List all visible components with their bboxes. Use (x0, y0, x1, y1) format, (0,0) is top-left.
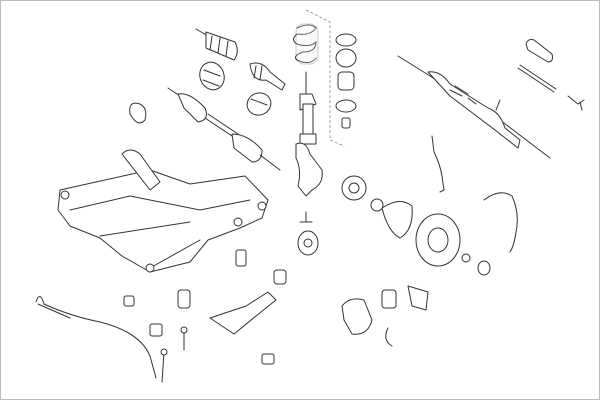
abs-sensor-cable (431, 135, 445, 193)
stabilizer-bushing-1 (123, 295, 135, 307)
caliper-bracket (407, 285, 429, 311)
wheel-hub (341, 175, 367, 201)
brake-pads (381, 289, 397, 309)
tie-rod (517, 64, 557, 93)
boot-kit-2 (246, 92, 272, 116)
hub-bearing-small (370, 198, 384, 212)
boot-kit-1 (199, 61, 225, 91)
bolt (180, 326, 188, 351)
brake-hose (483, 192, 518, 253)
stabilizer-link (160, 348, 168, 383)
steering-boot (525, 39, 553, 63)
front-subframe (57, 149, 269, 273)
subframe-mount-1 (235, 249, 247, 267)
coil-spring (293, 23, 319, 65)
dust-cap (477, 260, 491, 276)
steering-knuckle (295, 142, 323, 197)
cv-joint-outer (249, 62, 286, 91)
subframe-mount-2 (177, 289, 191, 309)
tie-rod-end (567, 95, 585, 111)
ball-joint (261, 353, 275, 365)
bushing (129, 102, 147, 124)
drive-shaft (167, 87, 281, 171)
abs-sensor-front (299, 211, 313, 223)
stabilizer-bushing-2 (149, 323, 163, 337)
brake-disc (415, 213, 461, 267)
assembly-guide-line (305, 9, 345, 147)
brake-caliper (341, 298, 373, 335)
stabilizer-bar (35, 296, 157, 379)
control-arm-bushing (273, 269, 287, 285)
shock-absorber (299, 71, 317, 145)
steering-rack (397, 55, 551, 159)
strut-mount-kit (335, 33, 357, 129)
brake-spring-clip (385, 327, 393, 347)
wheel-bearing (297, 230, 319, 256)
brake-dust-shield (381, 201, 413, 239)
control-arm (209, 291, 277, 335)
wheel-nut (461, 253, 471, 263)
cv-joint-boot-upper (195, 28, 238, 61)
